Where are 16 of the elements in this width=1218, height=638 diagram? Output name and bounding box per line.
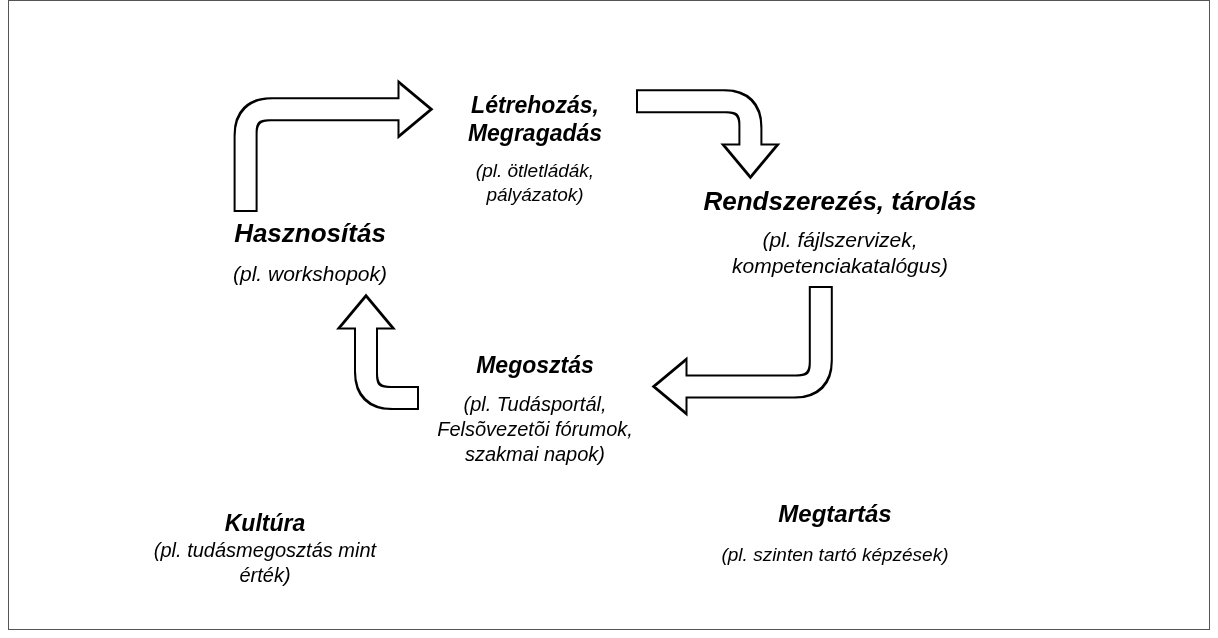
example-text: (pl. ötletládák, pályázatok) [474,159,596,207]
block-arrow [336,293,419,410]
block-arrow [651,286,833,417]
example-text: (pl. fájlszervizek, kompetenciakatalógus) [731,227,949,280]
step-title: Kultúra [224,510,306,538]
example-text: (pl. workshopok) [232,261,388,288]
block-arrow [636,89,781,180]
example-text: (pl. tudásmegosztás mint érték) [152,537,378,588]
example-text: (pl. Tudásportál, Felsõvezetõi fórumok, szakmai napok) [436,391,634,467]
step-title: Hasznosítás [234,218,386,250]
step-title: Megosztás [476,352,594,380]
block-arrow [233,79,434,212]
step-title: Létrehozás, Megragadás [466,92,604,148]
example-text: (pl. szinten tartó képzések) [721,542,949,567]
step-title: Rendszerezés, tárolás [703,186,977,218]
step-title: Megtartás [778,500,892,529]
